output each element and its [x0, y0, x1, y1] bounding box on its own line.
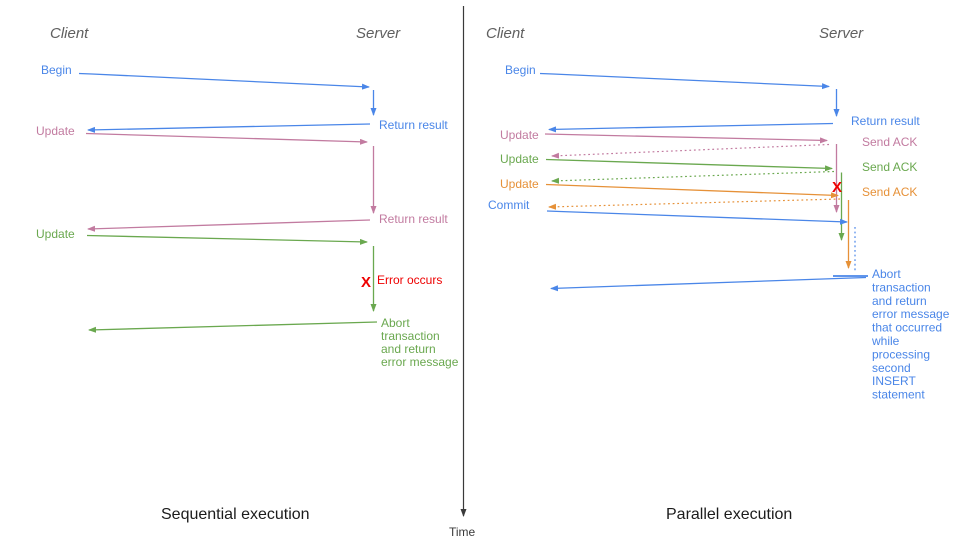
right-commit-arrow — [546, 210, 848, 225]
left-abort-line-2: transaction — [381, 329, 440, 343]
right-return-result-arrow — [548, 122, 834, 133]
right-abort-line-8: second — [872, 361, 911, 375]
left-server-header: Server — [356, 25, 401, 42]
right-abort-line-1: Abort — [872, 267, 901, 281]
right-abort-line-10: statement — [872, 388, 925, 402]
right-begin-label: Begin — [505, 63, 536, 77]
left-return-result-1-label: Return result — [379, 118, 448, 132]
sequential-diagram: Client Server Begin Return result Update… — [36, 25, 459, 523]
right-abort-line-3: and return — [872, 294, 927, 308]
right-abort-line-6: while — [871, 334, 900, 348]
left-update-1-label: Update — [36, 124, 75, 138]
right-send-ack-1-arrow — [551, 143, 830, 159]
right-begin-arrow — [539, 72, 830, 90]
left-begin-label: Begin — [41, 63, 72, 77]
right-commit-label: Commit — [488, 198, 530, 212]
right-abort-return-arrow — [550, 276, 867, 292]
right-update-1-label: Update — [500, 128, 539, 142]
right-update-2-label: Update — [500, 152, 539, 166]
right-abort-line-5: that occurred — [872, 321, 942, 335]
time-axis-label: Time — [449, 525, 476, 539]
parallel-diagram: Client Server Begin Return result Update… — [486, 25, 950, 523]
right-abort-line-4: error message — [872, 307, 950, 321]
right-client-header: Client — [486, 25, 525, 42]
left-caption: Sequential execution — [161, 506, 310, 523]
right-send-ack-3-arrow — [548, 198, 841, 210]
right-update-2-arrow — [545, 158, 833, 172]
left-abort-return-arrow — [88, 321, 378, 333]
right-update-3-arrow — [545, 183, 839, 199]
right-server-header: Server — [819, 25, 864, 42]
right-send-ack-2-label: Send ACK — [862, 160, 917, 174]
right-send-ack-1-label: Send ACK — [862, 135, 917, 149]
right-abort-line-2: transaction — [872, 280, 931, 294]
right-update-3-label: Update — [500, 177, 539, 191]
left-update-2-arrow — [86, 234, 368, 245]
right-send-ack-2-arrow — [551, 170, 835, 184]
left-return-result-2-arrow — [87, 219, 371, 232]
right-caption: Parallel execution — [666, 506, 792, 523]
left-abort-line-4: error message — [381, 355, 459, 369]
time-axis: Time — [449, 6, 476, 539]
right-return-result-label: Return result — [851, 114, 920, 128]
left-return-result-1-arrow — [87, 123, 371, 133]
left-return-result-2-label: Return result — [379, 212, 448, 226]
right-error-x-icon: X — [832, 179, 842, 196]
right-abort-line-7: processing — [872, 347, 930, 361]
right-abort-text: Abort transaction and return error messa… — [871, 267, 950, 402]
left-update-1-arrow — [85, 132, 368, 145]
right-send-ack-3-label: Send ACK — [862, 185, 917, 199]
left-abort-line-1: Abort — [381, 316, 410, 330]
right-abort-line-9: INSERT — [872, 374, 916, 388]
left-client-header: Client — [50, 25, 89, 42]
left-update-2-label: Update — [36, 227, 75, 241]
left-error-x-icon: X — [361, 274, 371, 291]
left-abort-line-3: and return — [381, 342, 436, 356]
left-error-occurs-label: Error occurs — [377, 273, 442, 287]
right-update-1-arrow — [544, 133, 828, 144]
left-begin-arrow — [78, 72, 370, 90]
left-abort-text: Abort transaction and return error messa… — [381, 316, 459, 369]
